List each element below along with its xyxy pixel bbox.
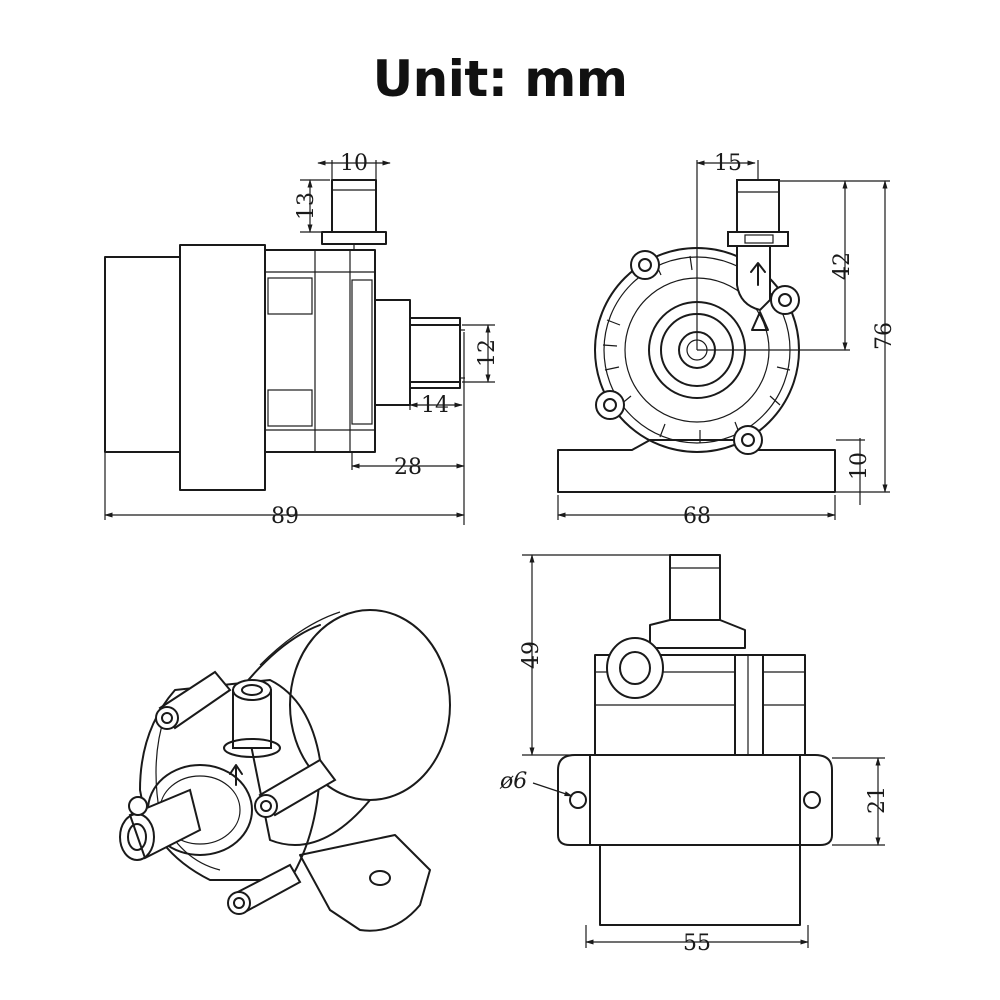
dim-side-total-length: 89	[271, 504, 299, 529]
dim-back-base-height: 21	[865, 786, 890, 814]
dim-front-outlet-offset: 15	[714, 151, 742, 176]
isometric-view	[119, 609, 451, 932]
dim-side-inlet-length: 14	[421, 393, 449, 418]
dim-side-head-length: 28	[394, 455, 422, 480]
dim-side-inlet-dia: 12	[475, 339, 500, 367]
dim-back-height: 49	[519, 641, 544, 669]
dim-back-width: 55	[683, 931, 711, 956]
back-view: 49 ø6 21 55	[499, 554, 890, 956]
dim-front-outlet-height: 42	[830, 252, 855, 280]
front-view: 15 42 76 10 68	[557, 151, 897, 529]
dim-front-total-height: 76	[872, 322, 897, 350]
dim-side-outlet-width: 10	[340, 151, 368, 176]
dim-front-base-width: 68	[683, 504, 711, 529]
side-view: 10 13 12 14 28 89	[104, 151, 500, 529]
page-title: Unit: mm	[372, 50, 628, 108]
dim-front-base-height: 10	[847, 452, 872, 480]
dim-side-outlet-height: 13	[294, 192, 319, 220]
dim-hole-dia: ø6	[499, 769, 527, 794]
